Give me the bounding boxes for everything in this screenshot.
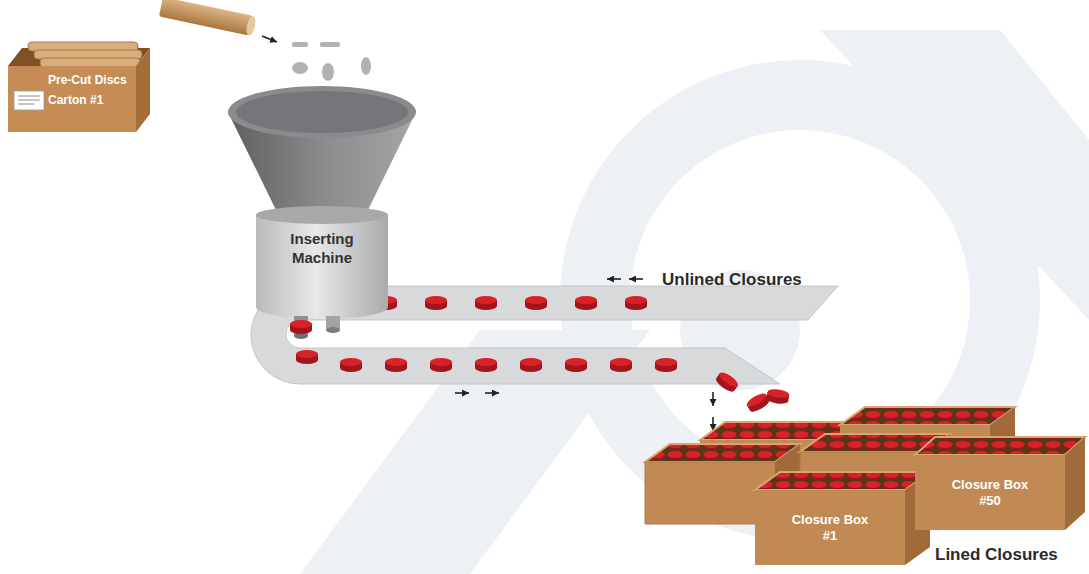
unlined-closure [625, 296, 647, 310]
inserting-machine: Inserting Machine [256, 205, 388, 321]
direction-arrow [712, 417, 714, 431]
lined-closure [296, 350, 318, 364]
direction-arrow [629, 278, 643, 280]
lined-closure [475, 358, 497, 372]
closure-box: Closure Box #50 [915, 455, 1065, 530]
machine-nozzle [294, 333, 308, 339]
lined-closure [565, 358, 587, 372]
machine-top [256, 206, 388, 224]
closure-box-stack [645, 444, 800, 462]
carton-label [18, 100, 40, 101]
flow-arrow [262, 36, 277, 42]
carton-body [8, 48, 150, 66]
carton-body [28, 42, 142, 67]
lined-closure [520, 358, 542, 372]
closure-box-stack [645, 407, 1085, 565]
carton-body [8, 42, 150, 132]
unlined-closure [425, 296, 447, 310]
lined-closure [655, 358, 677, 372]
carton-body [136, 48, 150, 132]
machine-nozzle [294, 316, 308, 336]
falling-disc [292, 42, 371, 81]
lined-closure [610, 358, 632, 372]
pouring-tube [159, 0, 257, 36]
carton-label [14, 91, 44, 110]
output-label: Lined Closures [935, 545, 1058, 565]
machine-nozzle [326, 316, 340, 330]
unlined-closure [375, 296, 647, 310]
direction-arrow [455, 279, 713, 431]
falling-disc [292, 62, 308, 74]
direction-arrow [712, 392, 714, 406]
pouring-tube [159, 0, 253, 36]
carton-label [18, 96, 40, 97]
lined-closure [714, 370, 740, 394]
machine-nozzle [290, 320, 312, 334]
lined-closure [296, 350, 790, 414]
lined-closure [385, 358, 407, 372]
flow-label: Unlined Closures [662, 270, 802, 290]
text-group: Inserting Machine [256, 229, 388, 267]
machine-cylinder [256, 215, 388, 319]
carton-label [18, 104, 34, 105]
node-text: Inserting Machine [272, 229, 372, 267]
funnel [228, 86, 416, 210]
closure-box-stack [1065, 437, 1085, 530]
lined-closure [430, 358, 452, 372]
machine-nozzle [290, 316, 340, 339]
pouring-tube [245, 15, 257, 36]
node-text: Closure Box #1 [787, 512, 873, 544]
falling-disc [292, 42, 308, 47]
closure-box: Closure Box #1 [755, 490, 905, 565]
falling-disc [322, 63, 334, 81]
node-text: Closure Box #50 [947, 477, 1033, 509]
unlined-closure [525, 296, 547, 310]
closure-box-stack [840, 407, 1015, 425]
closure-box-stack [755, 472, 930, 490]
watermark [820, 30, 1089, 320]
direction-arrow [485, 392, 499, 394]
machine-nozzle [326, 327, 340, 333]
node-text: Carton #1 [48, 93, 136, 108]
lined-closure [340, 358, 362, 372]
lined-closure [766, 388, 790, 405]
carton-label [14, 91, 44, 110]
funnel [236, 91, 408, 133]
falling-disc [320, 42, 340, 47]
funnel [228, 86, 416, 138]
unlined-closure [575, 296, 597, 310]
falling-disc [361, 57, 371, 75]
direction-arrow [607, 278, 621, 280]
unlined-closure [475, 296, 497, 310]
node-text: Pre-Cut Discs [48, 73, 136, 88]
closure-box-stack [915, 437, 1085, 455]
direction-arrow [455, 392, 469, 394]
disc-carton: Pre-Cut DiscsCarton #1 [8, 66, 136, 132]
